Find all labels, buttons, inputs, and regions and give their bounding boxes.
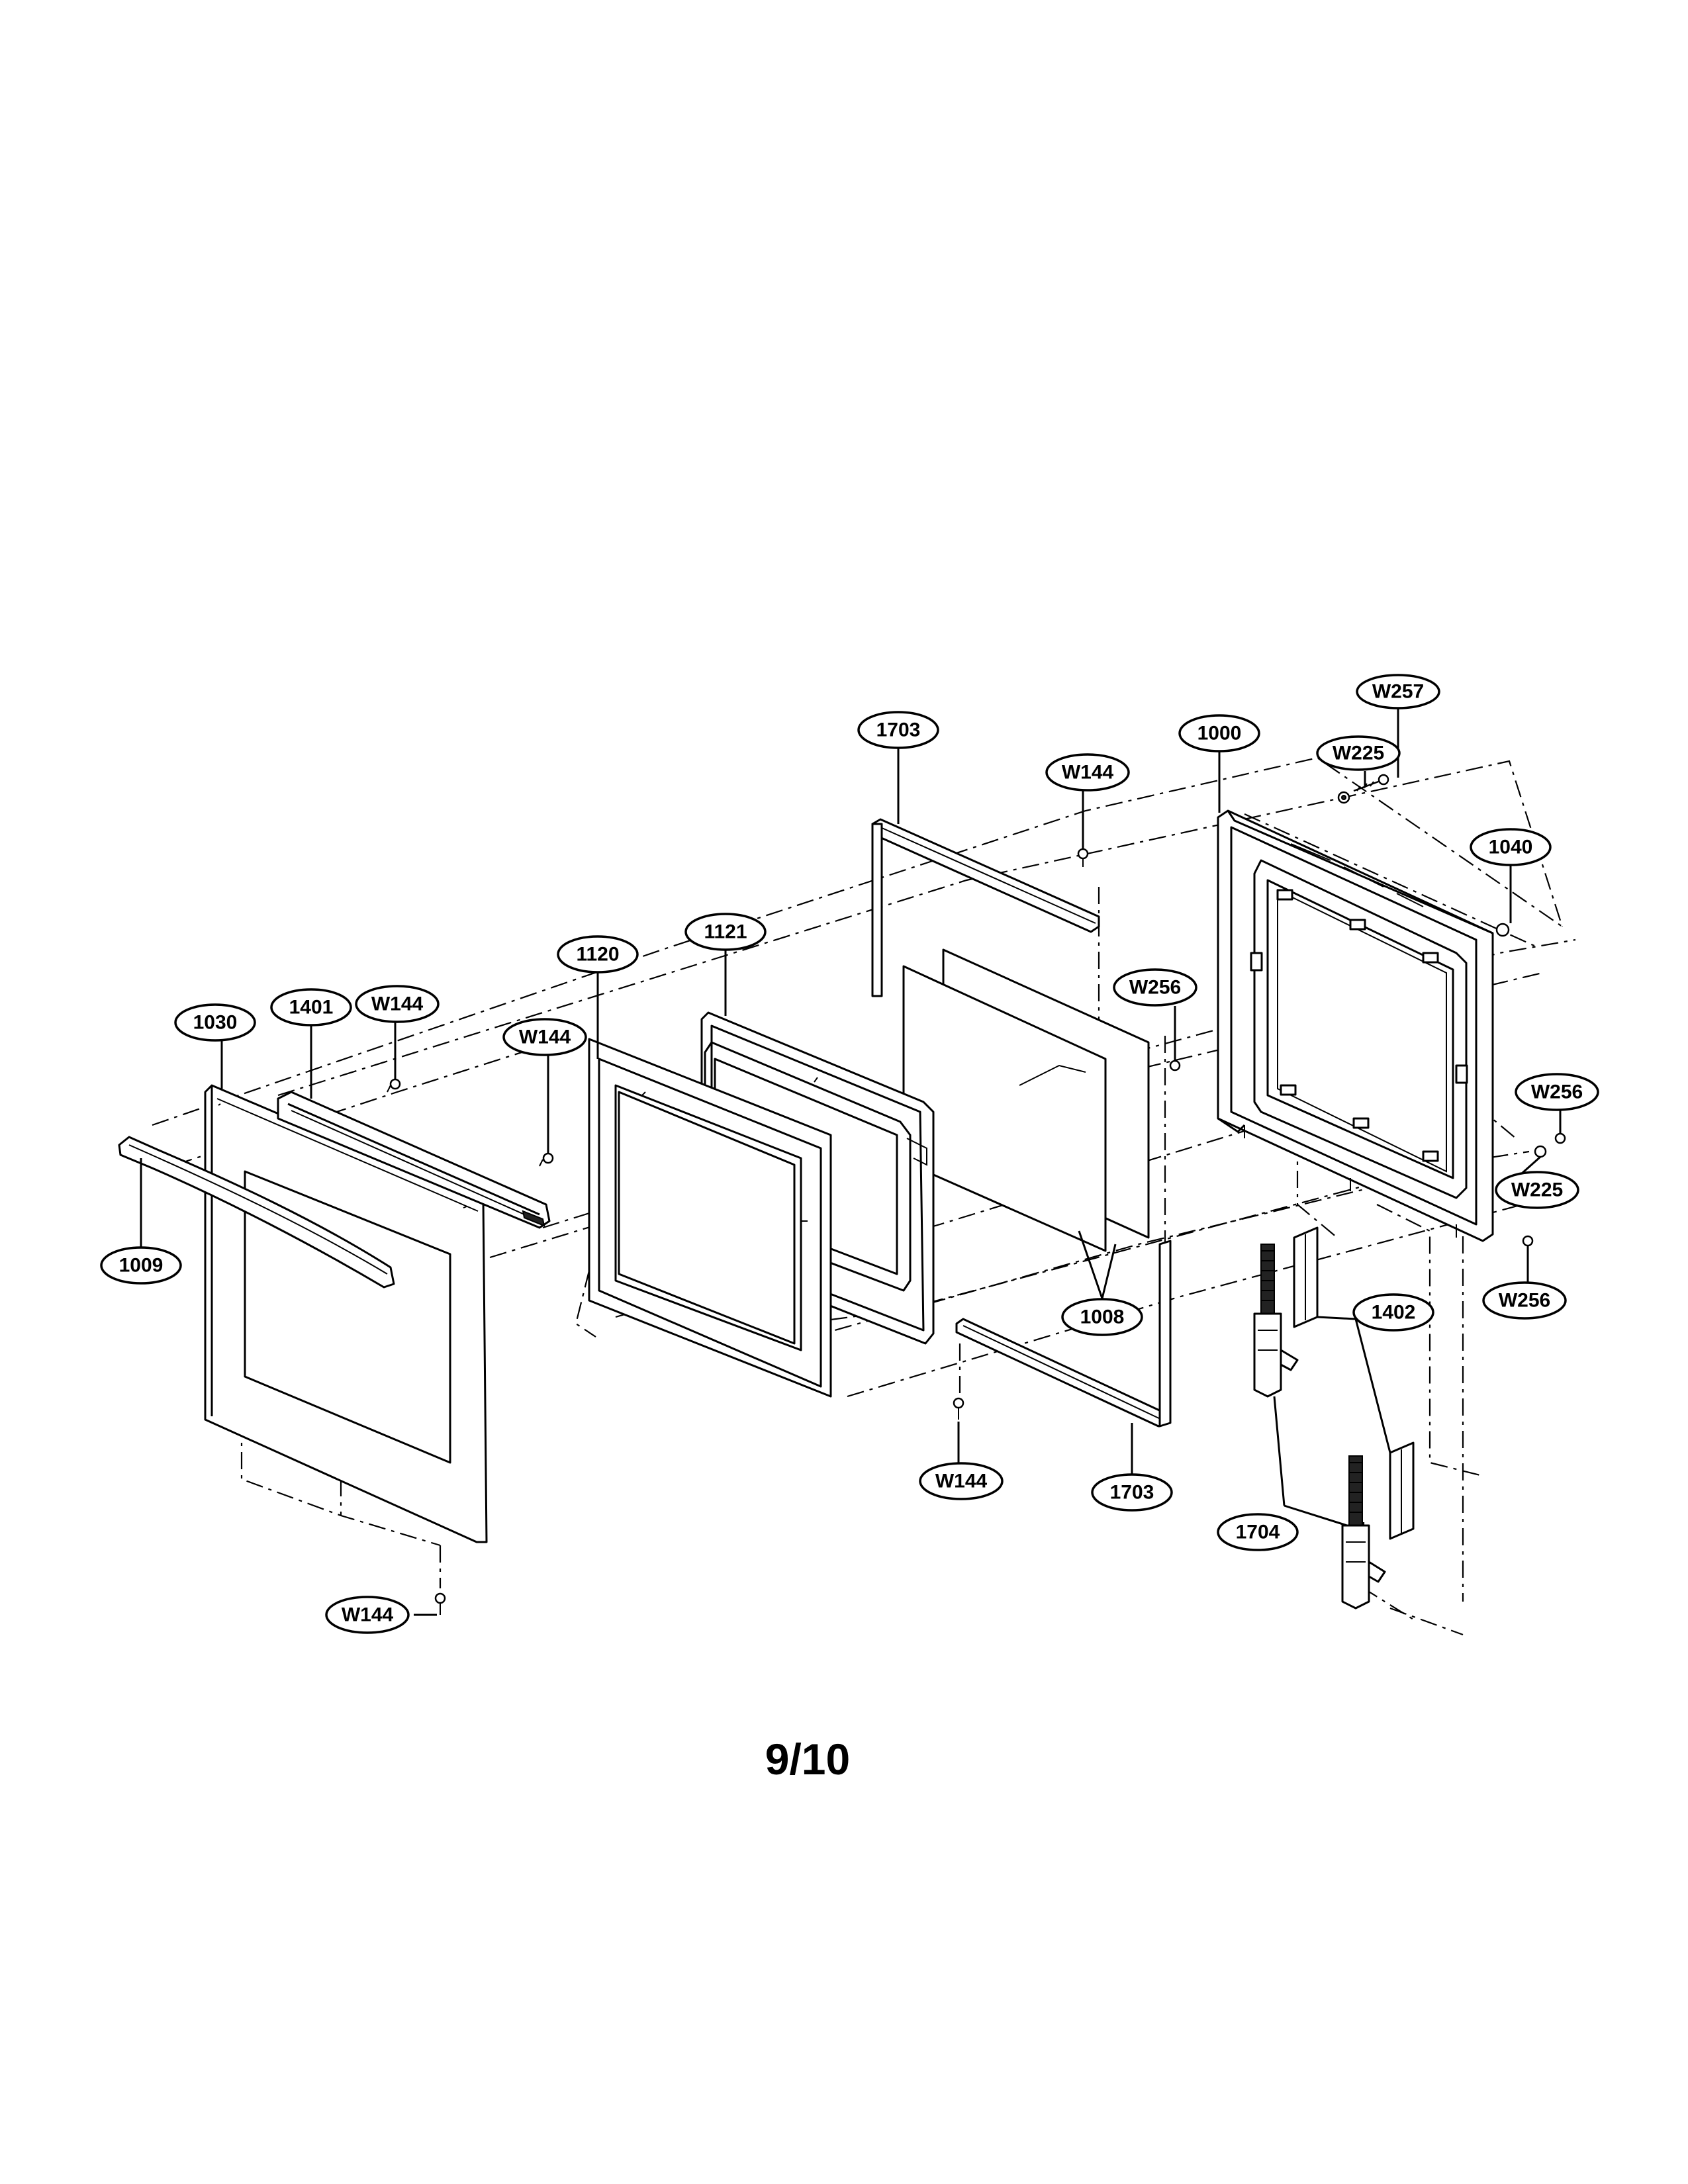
callout-1703-top: 1703 <box>857 711 939 749</box>
gasket-channel-1703-bottom <box>955 1240 1172 1428</box>
callout-label: 1703 <box>876 719 921 741</box>
callout-label: W144 <box>519 1026 571 1048</box>
callout-label: 1008 <box>1080 1306 1125 1328</box>
glass-panels-1008 <box>902 948 1150 1252</box>
callout-1040: 1040 <box>1470 828 1552 866</box>
callout-label: 1704 <box>1236 1522 1280 1543</box>
callout-label: 1401 <box>289 997 334 1019</box>
callout-label: 1121 <box>704 921 747 943</box>
callout-label: W144 <box>342 1604 394 1626</box>
hinge-cover-1402-upper <box>1293 1226 1319 1328</box>
hardware-screws <box>387 774 1566 1615</box>
callout-W144-a: W144 <box>355 985 440 1023</box>
callout-label: W144 <box>371 993 424 1015</box>
callout-1000: 1000 <box>1178 714 1260 752</box>
callout-label: W144 <box>935 1471 988 1492</box>
inner-panel-1120 <box>588 1038 832 1398</box>
callout-label: W257 <box>1372 681 1424 703</box>
callout-W257: W257 <box>1356 674 1440 709</box>
hinge-1704-lower <box>1341 1455 1386 1610</box>
callout-W144-bottom-mid: W144 <box>919 1462 1004 1500</box>
callout-1008: 1008 <box>1061 1298 1143 1336</box>
handle-1009 <box>118 1136 395 1289</box>
callout-label: W256 <box>1531 1081 1583 1103</box>
callout-1402: 1402 <box>1352 1293 1434 1332</box>
callout-label: 1009 <box>119 1255 164 1277</box>
callout-label: W144 <box>1062 762 1114 784</box>
callout-label: W225 <box>1333 743 1384 764</box>
leader-lines <box>140 708 1562 1616</box>
callout-W144-b: W144 <box>502 1018 587 1056</box>
callout-W225-right: W225 <box>1495 1171 1579 1209</box>
outer-door-panel-1030 <box>204 1084 488 1543</box>
callout-1121: 1121 <box>684 913 767 951</box>
callout-1401: 1401 <box>270 988 352 1026</box>
door-frame-1000 <box>1217 809 1494 1242</box>
hinge-1704-upper <box>1253 1244 1299 1398</box>
callout-label: 1402 <box>1372 1302 1416 1324</box>
page-number: 9/10 <box>765 1735 851 1784</box>
callout-W144-mid: W144 <box>1045 753 1130 792</box>
callout-label: 1703 <box>1110 1482 1154 1504</box>
callout-1009: 1009 <box>100 1246 182 1285</box>
callout-W144-bottom-left: W144 <box>325 1596 410 1634</box>
top-trim-1401 <box>277 1091 551 1229</box>
callout-label: W225 <box>1511 1179 1563 1201</box>
callout-W256-mid: W256 <box>1113 968 1197 1007</box>
callout-W225-top: W225 <box>1316 735 1401 771</box>
callout-label: 1000 <box>1197 723 1242 745</box>
callout-W256-low: W256 <box>1482 1281 1567 1320</box>
gasket-channel-1703-top <box>871 818 1100 997</box>
callout-1703-bottom: 1703 <box>1091 1473 1173 1512</box>
hinge-cover-1402-lower <box>1389 1441 1415 1540</box>
callout-1030: 1030 <box>174 1003 256 1042</box>
callout-W256-right: W256 <box>1515 1073 1599 1111</box>
callout-label: 1030 <box>193 1012 238 1034</box>
callout-1704: 1704 <box>1217 1513 1299 1551</box>
callout-label: W256 <box>1499 1290 1550 1312</box>
callout-label: 1040 <box>1489 837 1533 858</box>
callout-label: 1120 <box>576 944 619 966</box>
callout-1120: 1120 <box>557 935 639 974</box>
callout-label: W256 <box>1129 977 1181 999</box>
